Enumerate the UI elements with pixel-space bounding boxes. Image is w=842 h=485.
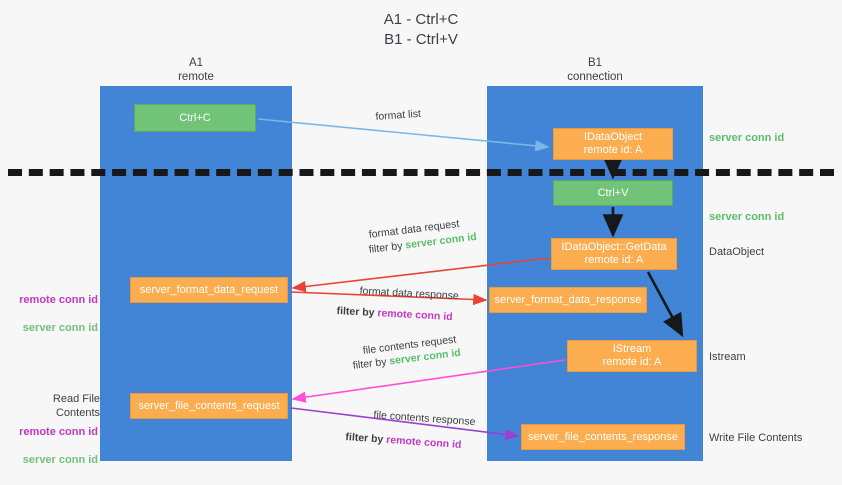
annotation-remote-conn-id: remote conn id bbox=[19, 294, 98, 306]
diagram-title: A1 - Ctrl+C B1 - Ctrl+V bbox=[383, 11, 459, 48]
annotation-write-file-contents: Write File Contents bbox=[709, 432, 803, 444]
annotation-conn-id-stack-bottom: remote conn id server conn id bbox=[10, 411, 98, 481]
filter-key-remote-conn-id: remote conn id bbox=[377, 307, 453, 324]
annotation-server-conn-id: server conn id bbox=[22, 322, 98, 334]
annotation-dataobject: DataObject bbox=[709, 246, 765, 258]
label-file-contents-response-filter: filter by remote conn id bbox=[345, 430, 462, 452]
annotation-remote-conn-id: remote conn id bbox=[19, 426, 98, 438]
annotation-server-conn-id-mid: server conn id bbox=[709, 211, 785, 223]
label-format-list: format list bbox=[375, 107, 422, 123]
box-ctrl-c[interactable]: Ctrl+C bbox=[134, 104, 256, 132]
lane-header-a1: A1 remote bbox=[178, 57, 214, 83]
annotation-conn-id-stack-top: remote conn id server conn id bbox=[10, 279, 98, 349]
annotation-istream: Istream bbox=[709, 351, 746, 363]
filter-key-remote-conn-id: remote conn id bbox=[385, 433, 462, 452]
lane-header-b1: B1 connection bbox=[567, 57, 623, 83]
filter-prefix: filter by bbox=[368, 239, 407, 256]
annotation-read-file-contents: Read File Contents bbox=[52, 393, 100, 419]
annotation-server-conn-id: server conn id bbox=[22, 454, 98, 466]
filter-prefix: filter by bbox=[336, 304, 378, 320]
box-ctrl-v[interactable]: Ctrl+V bbox=[553, 180, 673, 206]
box-idataobject-getdata[interactable]: IDataObject::GetData remote id: A bbox=[551, 238, 677, 270]
box-server-format-data-request[interactable]: server_format_data_request bbox=[130, 277, 288, 303]
label-format-data-response: format data response bbox=[359, 284, 460, 303]
box-idataobject[interactable]: IDataObject remote id: A bbox=[553, 128, 673, 160]
label-file-contents-response: file contents response bbox=[373, 408, 476, 429]
dashed-divider bbox=[8, 169, 834, 176]
box-server-file-contents-response[interactable]: server_file_contents_response bbox=[521, 424, 685, 450]
box-server-format-data-response[interactable]: server_format_data_response bbox=[489, 287, 647, 313]
label-format-data-response-filter: filter by remote conn id bbox=[336, 304, 453, 324]
annotation-server-conn-id-top: server conn id bbox=[709, 132, 785, 144]
filter-prefix: filter by bbox=[345, 430, 387, 446]
box-server-file-contents-request[interactable]: server_file_contents_request bbox=[130, 393, 288, 419]
filter-prefix: filter by bbox=[352, 355, 391, 372]
box-istream[interactable]: IStream remote id: A bbox=[567, 340, 697, 372]
